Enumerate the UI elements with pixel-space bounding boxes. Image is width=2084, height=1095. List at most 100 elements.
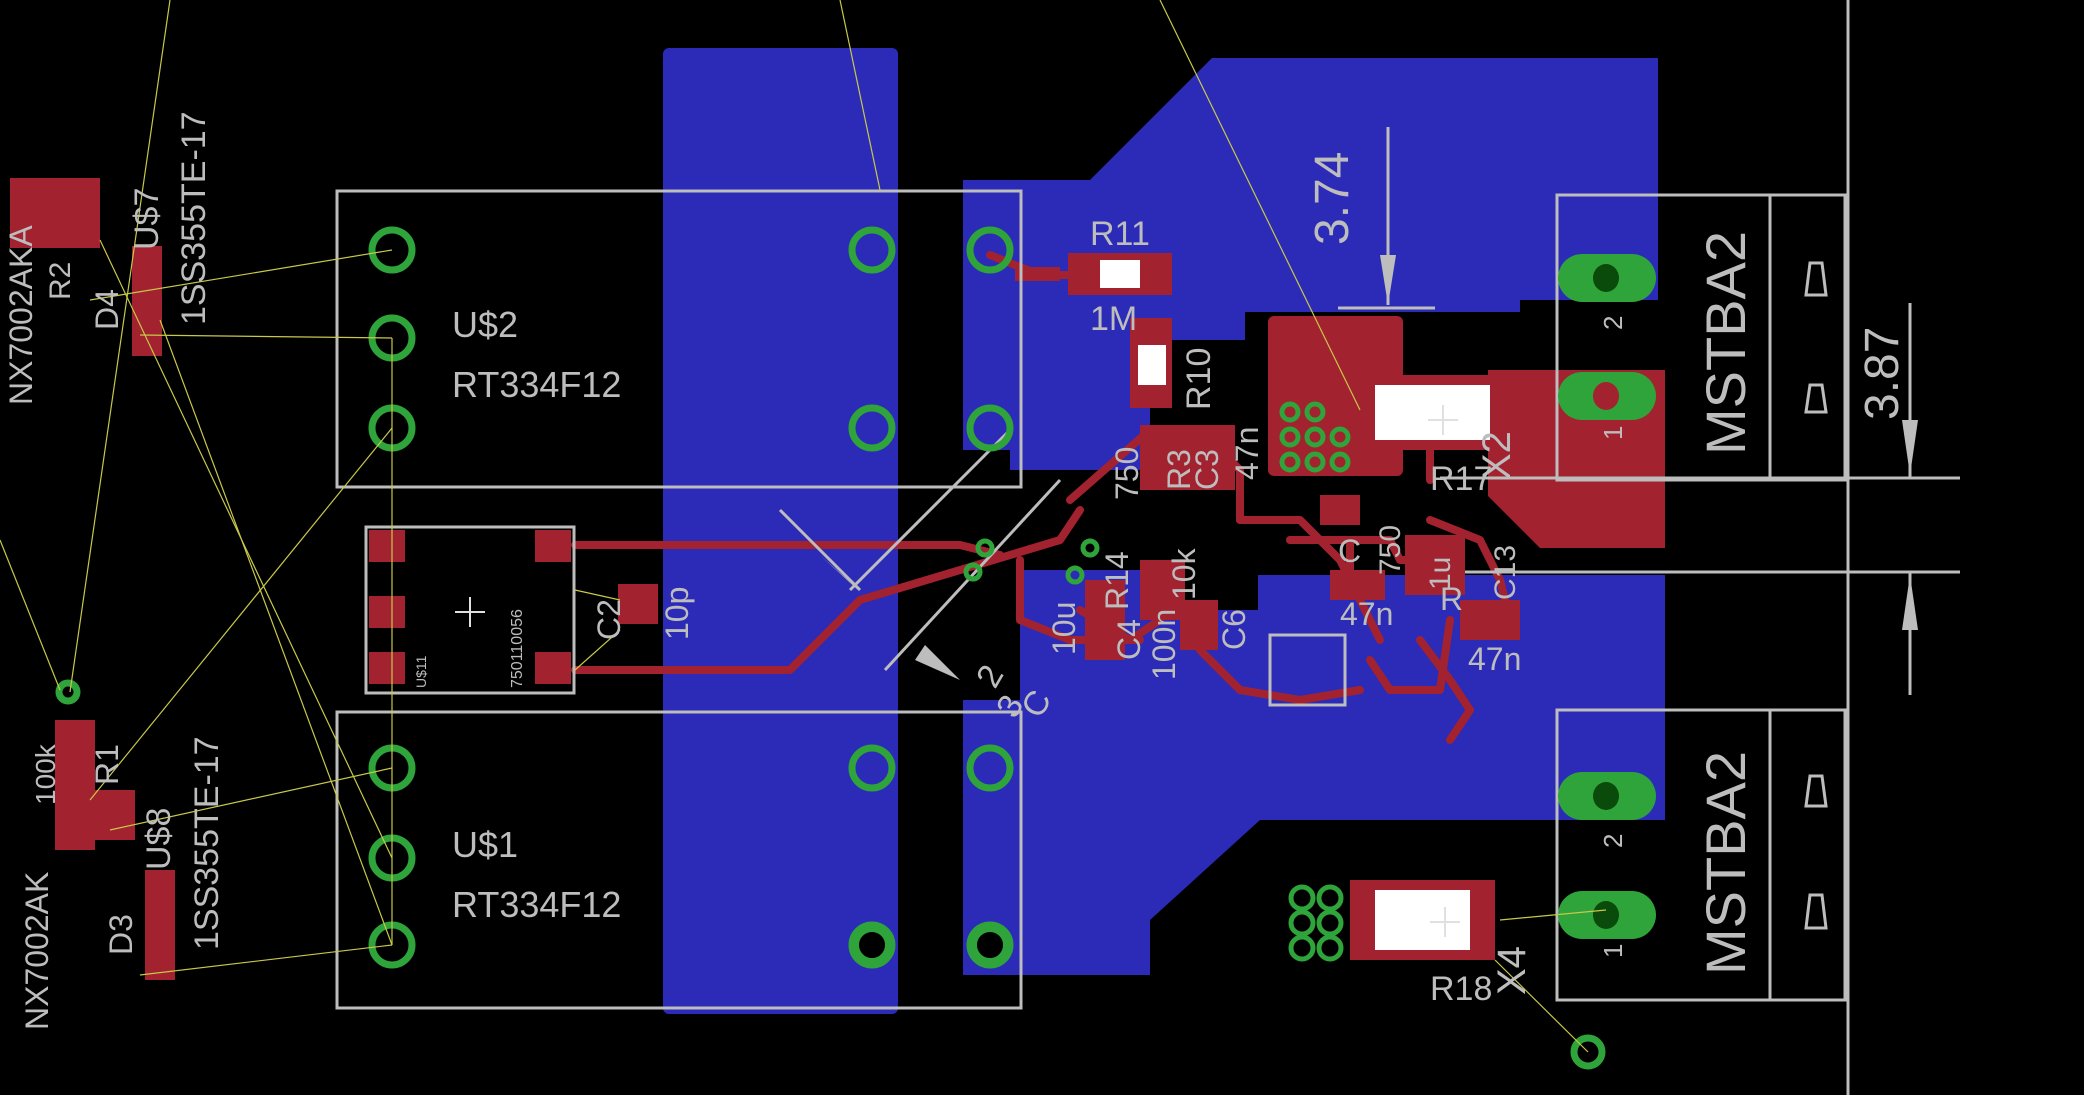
pad-center-r11 [1100, 260, 1140, 288]
label-c3: C3 [1189, 449, 1225, 490]
pad-highlights [1100, 260, 1490, 950]
x2-pin1-hole [1593, 382, 1619, 410]
via-7 [1279, 426, 1301, 448]
label-r2: R2 [44, 262, 77, 300]
th-u1-7 [966, 921, 1014, 969]
pad-q-bottom [70, 790, 135, 840]
outline-x4-connector [1555, 708, 1847, 1002]
airwire-10 [839, 0, 881, 191]
label-x4-pin1: 1 [1598, 944, 1628, 958]
label-d4: D4 [89, 289, 125, 330]
th-u1-5 [848, 921, 896, 969]
th-u1-4 [848, 744, 896, 792]
airwire-3 [139, 334, 393, 339]
label-nx-bottom: NX7002AK [19, 872, 55, 1030]
pad-center-r18 [1375, 890, 1470, 950]
arrowhead-374 [1380, 255, 1396, 305]
label-10u: 10u [1046, 602, 1082, 655]
label-x4-pin2: 2 [1598, 834, 1628, 848]
label-x4-name: MSTBA2 [1694, 751, 1757, 975]
outline-u2 [335, 189, 1023, 489]
outline-u11 [364, 525, 576, 695]
pad-d3 [145, 870, 175, 980]
label-c-mid: C [1338, 533, 1361, 569]
dimension-374: 3.74 [1306, 152, 1359, 245]
label-u8: U$8 [140, 808, 178, 870]
label-c2-name: C2 [591, 599, 627, 640]
label-r3: R3 [1161, 449, 1197, 490]
airwires [0, 0, 1607, 1053]
label-u2-name: U$2 [452, 304, 518, 345]
small-vias [963, 401, 1351, 962]
pad-750b [1330, 570, 1385, 600]
trace-2 [571, 506, 1084, 674]
th-u2-1 [368, 226, 416, 274]
via-16 [1316, 909, 1344, 937]
outline-x2-connector [1555, 193, 1847, 482]
hole-a [853, 926, 891, 964]
label-x1-pin1: 1 [1598, 426, 1628, 440]
pad-10k [1140, 560, 1185, 620]
airwire-1 [69, 0, 171, 693]
via-9 [1329, 426, 1351, 448]
label-u7: U$7 [128, 188, 166, 250]
arrowhead-diag-a [820, 555, 860, 592]
pad-center-r10 [1138, 345, 1166, 385]
label-47n-a: 47n [1229, 427, 1265, 480]
arrowhead-387-bottom [1902, 575, 1918, 630]
pad-d4 [132, 246, 162, 356]
trace-8 [1366, 616, 1454, 694]
notch-x4-b [1804, 893, 1828, 930]
x2-pin2-hole [1593, 264, 1619, 292]
label-r18: R18 [1430, 970, 1492, 1008]
label-750b: 750 [1374, 525, 1407, 575]
airwire-15 [574, 589, 621, 601]
label-c2-value: 10p [659, 587, 695, 640]
label-u11-value: 750110056 [509, 609, 526, 688]
label-r11-value: 1M [1090, 300, 1137, 338]
label-r17: R17 [1430, 460, 1492, 498]
copper-pour-top-right [1010, 58, 1658, 470]
label-1u: 1u [1424, 557, 1457, 590]
pad-c13 [1460, 600, 1520, 640]
pad-c-mid [1320, 495, 1360, 525]
via-15 [1288, 909, 1316, 937]
via-12 [1329, 451, 1351, 473]
via-11 [1304, 451, 1326, 473]
pad-r-mid [1405, 535, 1465, 595]
via-13 [1288, 884, 1316, 912]
label-d4-value: 1SS355TE-17 [175, 111, 213, 325]
notch-x2-a [1804, 261, 1828, 297]
bottom-copper-layer [663, 48, 1665, 1014]
label-r10: R10 [1180, 348, 1218, 410]
th-u2-7 [966, 404, 1014, 452]
label-r11-name: R11 [1090, 215, 1150, 253]
pad-u11-5 [535, 652, 571, 684]
arrowhead-diag-b [915, 645, 960, 680]
label-x2: X2 [1475, 431, 1519, 480]
diagonal-dimension-b [883, 478, 1062, 672]
silkscreen-layer [335, 0, 1960, 1095]
bottom-holes [853, 926, 1009, 964]
label-750: 750 [1109, 447, 1145, 500]
label-d3: D3 [103, 914, 139, 955]
label-c4: C4 [1111, 619, 1147, 660]
airwire-6 [99, 239, 393, 859]
pad-c2 [618, 584, 658, 624]
via-1 [975, 538, 995, 558]
pad-u11-3 [369, 652, 405, 684]
diagonal-dimension-a [778, 508, 862, 592]
label-u11-name: U$11 [413, 655, 429, 688]
diagonal-dimension-c [848, 428, 1012, 592]
via-14 [1316, 884, 1344, 912]
copper-pour-bottom-right [963, 570, 1665, 975]
label-100n: 100n [1146, 609, 1182, 680]
outline-u1 [335, 710, 1023, 1010]
th-u1-6 [966, 744, 1014, 792]
airwire-11 [1159, 0, 1361, 411]
label-x1-name: MSTBA2 [1694, 231, 1757, 455]
hole-b [971, 926, 1009, 964]
pad-c3-group [1140, 425, 1235, 490]
arrowhead-387-top [1902, 420, 1918, 475]
